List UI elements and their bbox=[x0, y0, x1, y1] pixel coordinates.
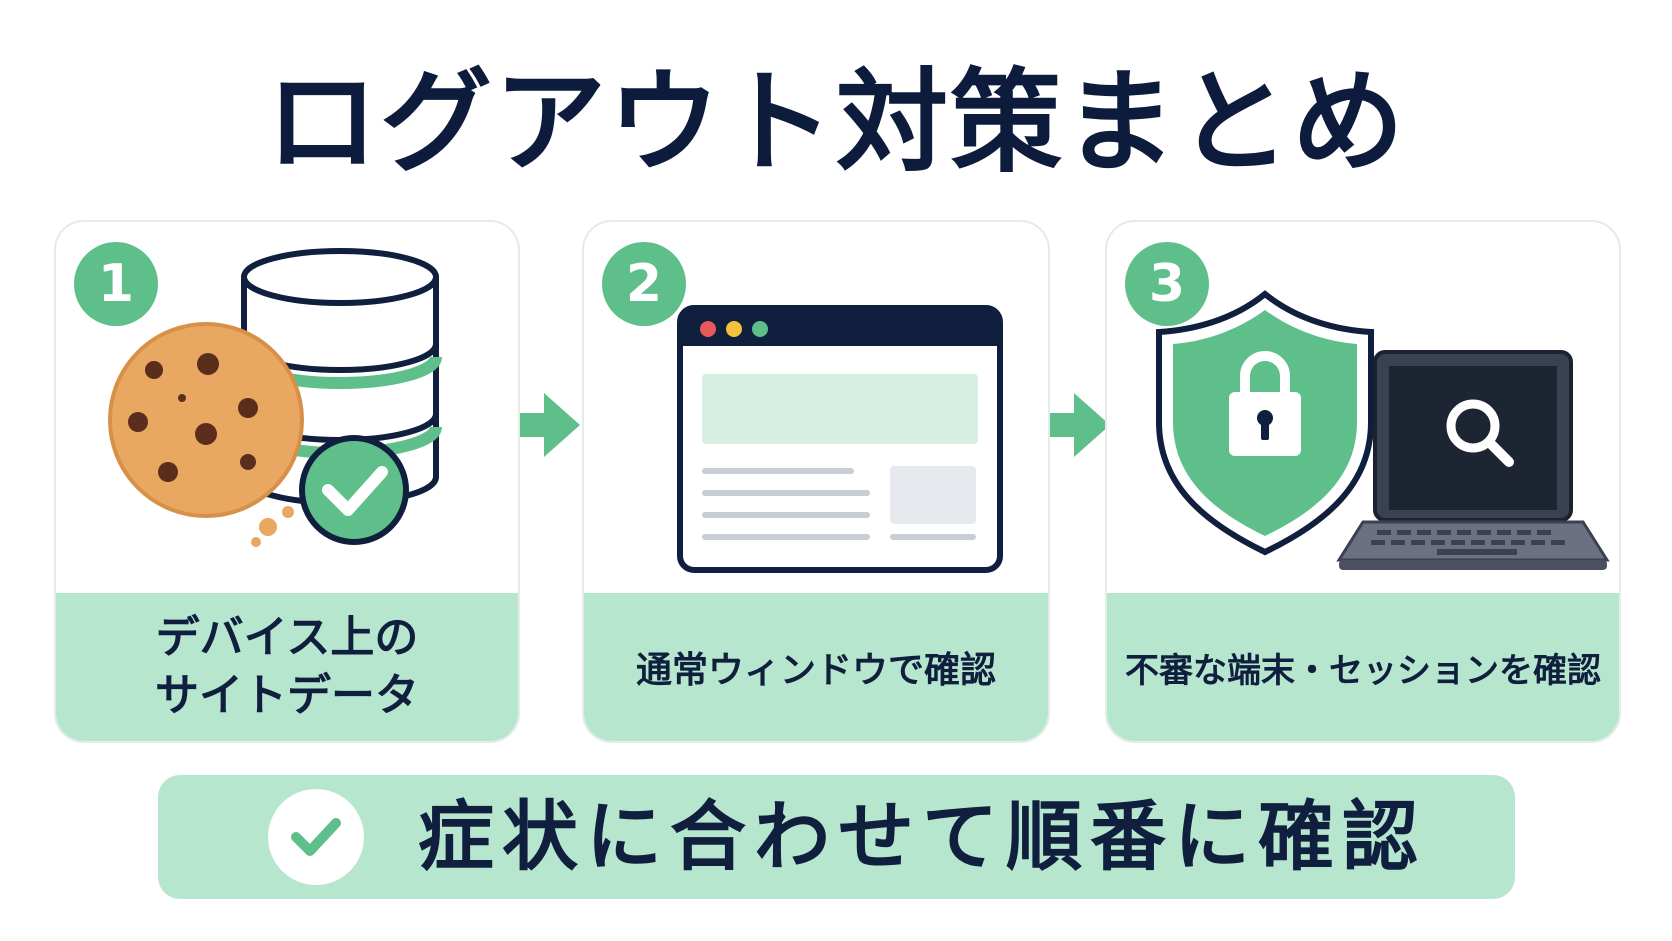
step-label-line: デバイス上の bbox=[155, 612, 419, 663]
step-number-badge: 3 bbox=[1125, 242, 1209, 326]
arrow-right-icon bbox=[520, 393, 580, 457]
step-label: デバイス上の サイトデータ bbox=[56, 593, 518, 741]
summary-text: 症状に合わせて順番に確認 bbox=[418, 792, 1426, 881]
step-number-badge: 2 bbox=[602, 242, 686, 326]
check-icon bbox=[299, 435, 409, 545]
cookie-icon bbox=[108, 322, 304, 547]
step-card-2: 2 通常ウィンドウで確認 bbox=[582, 220, 1050, 743]
step-label-line: サイトデータ bbox=[155, 670, 419, 721]
step-number-badge: 1 bbox=[74, 242, 158, 326]
check-icon bbox=[268, 789, 364, 885]
cookie-database-illustration bbox=[108, 248, 442, 547]
security-illustration bbox=[1156, 290, 1610, 570]
step-label: 不審な端末・セッションを確認 bbox=[1107, 593, 1619, 741]
step-card-3: 3 bbox=[1105, 220, 1621, 743]
browser-window-icon bbox=[677, 305, 1003, 573]
laptop-search-icon bbox=[1336, 350, 1610, 570]
summary-banner: 症状に合わせて順番に確認 bbox=[158, 775, 1515, 899]
step-label: 通常ウィンドウで確認 bbox=[584, 593, 1048, 741]
step-card-1: 1 bbox=[54, 220, 520, 743]
arrow-right-icon bbox=[1050, 393, 1110, 457]
shield-lock-icon bbox=[1156, 290, 1374, 556]
page-title: ログアウト対策まとめ bbox=[266, 58, 1406, 188]
